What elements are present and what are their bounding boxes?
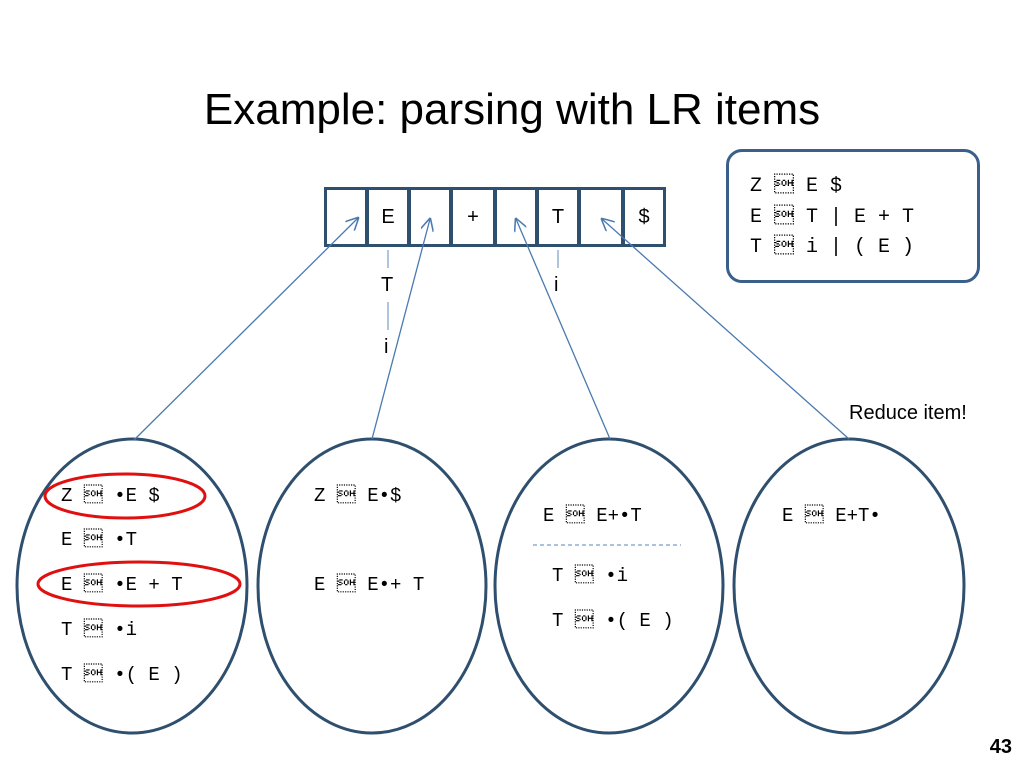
state-2-item-0: E  E+•T bbox=[543, 505, 642, 527]
state-ellipse-2 bbox=[493, 437, 725, 735]
highlight-item-0 bbox=[43, 472, 207, 520]
state-0-item-3: T  •i bbox=[61, 619, 138, 641]
state-0-item-2: E  •E + T bbox=[61, 574, 183, 596]
state-0-item-4: T  •( E ) bbox=[61, 664, 183, 686]
slide-title: Example: parsing with LR items bbox=[203, 85, 821, 134]
grammar-box bbox=[726, 149, 980, 283]
arrow-state-2 bbox=[516, 219, 611, 440]
grammar-rule-z: Z  E $ bbox=[750, 175, 843, 198]
page-number: 43 bbox=[989, 736, 1012, 758]
tree-label-t-under-e: T bbox=[381, 274, 394, 296]
state-3-item-0: E  E+T• bbox=[782, 505, 881, 527]
state-ellipse-3 bbox=[732, 437, 966, 735]
state-1-item-0: Z  E•$ bbox=[314, 485, 402, 507]
reduce-item-note: Reduce item! bbox=[849, 402, 967, 424]
state-0-item-0: Z  •E $ bbox=[61, 485, 160, 507]
state-1-item-1: E  E•+ T bbox=[314, 574, 425, 596]
arrow-state-0 bbox=[133, 218, 358, 441]
state-0-item-1: E  •T bbox=[61, 529, 138, 551]
state-2-item-1: T  •i bbox=[552, 565, 629, 587]
grammar-rule-e: E  T | E + T bbox=[750, 206, 915, 229]
grammar-rule-t: T  i | ( E ) bbox=[750, 236, 915, 259]
state-2-item-2: T  •( E ) bbox=[552, 610, 674, 632]
state-ellipse-0 bbox=[15, 437, 249, 735]
highlight-item-2 bbox=[36, 560, 242, 608]
tree-label-i-under-e: i bbox=[384, 336, 389, 358]
arrow-state-1 bbox=[371, 219, 430, 440]
arrow-state-3 bbox=[602, 219, 850, 440]
tree-label-i-under-t: i bbox=[554, 274, 559, 296]
input-cell-dollar: $ bbox=[622, 187, 666, 247]
